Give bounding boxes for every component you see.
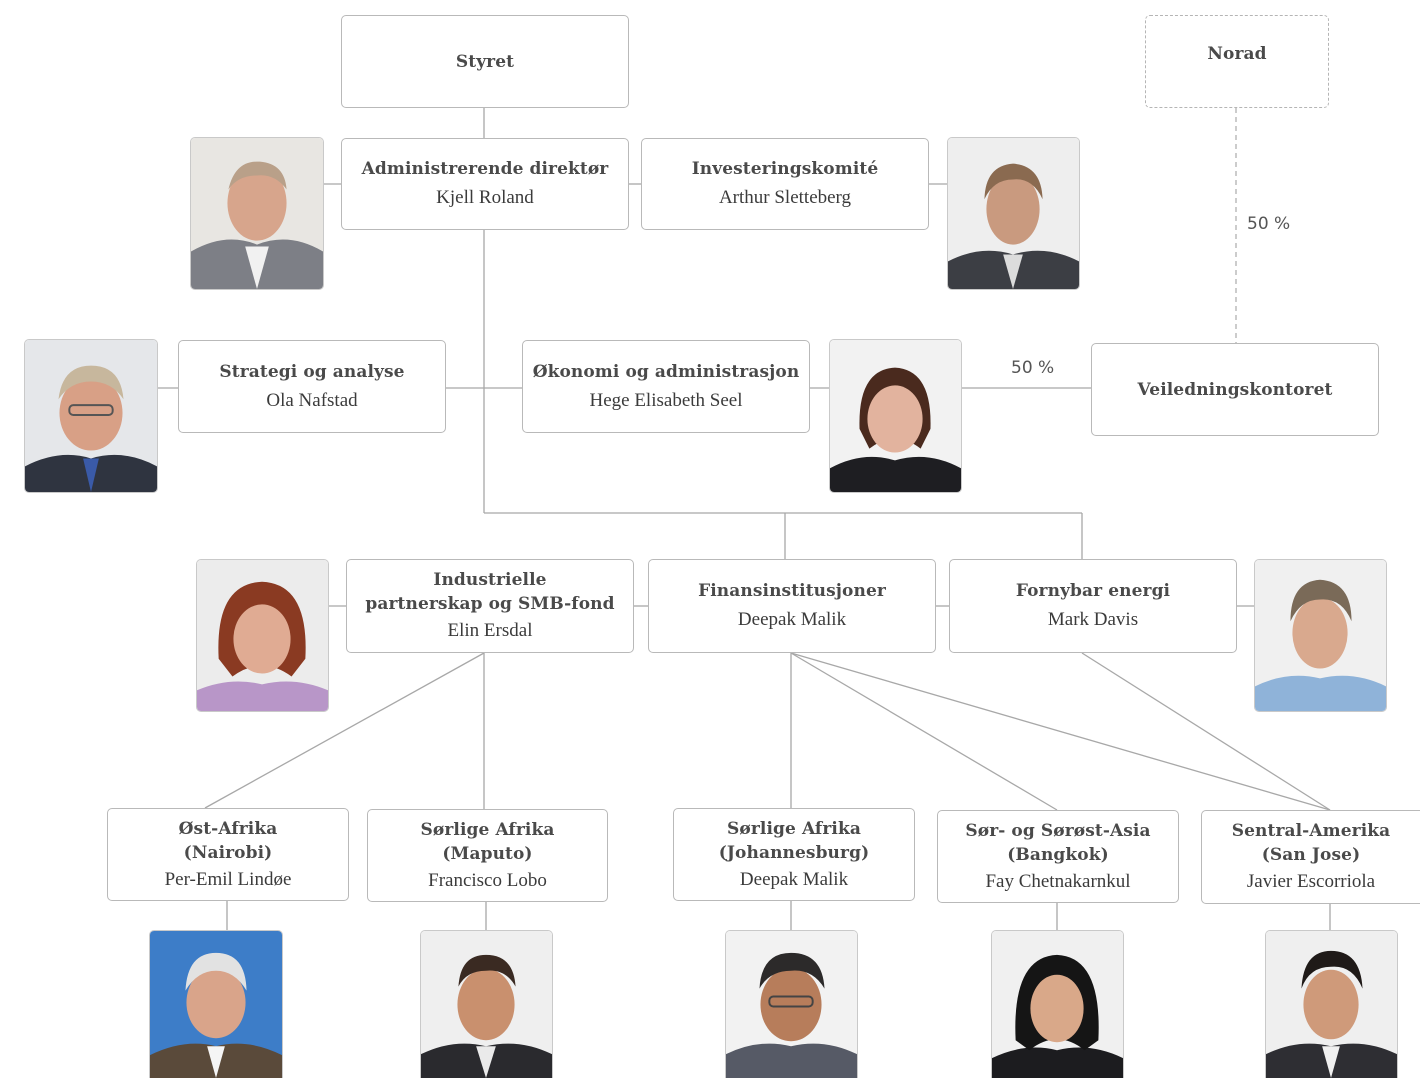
portrait-per-emil-lindoe xyxy=(149,930,283,1078)
industrial-title-line1: Industrielle xyxy=(433,570,547,590)
financial-institutions-name: Deepak Malik xyxy=(737,609,847,630)
board-box: Styret xyxy=(341,15,629,108)
strategy-name: Ola Nafstad xyxy=(266,389,358,411)
portrait-arthur-sletteberg xyxy=(947,137,1080,290)
ceo-title: Administrerende direktør xyxy=(361,159,609,179)
region-title-line2: (Johannesburg) xyxy=(718,842,870,863)
strategy-box: Strategi og analyse Ola Nafstad xyxy=(178,340,446,433)
region-box: Sørlige Afrika (Maputo) Francisco Lobo xyxy=(367,809,608,902)
region-name: Javier Escorriola xyxy=(1246,871,1376,892)
portrait-kjell-roland xyxy=(190,137,324,290)
portrait-francisco-lobo xyxy=(420,930,553,1078)
industrial-name: Elin Ersdal xyxy=(447,620,533,641)
industrial-title-line2: partnerskap og SMB-fond xyxy=(365,594,615,614)
renewable-title: Fornybar energi xyxy=(1015,581,1171,601)
renewable-box: Fornybar energi Mark Davis xyxy=(949,559,1237,653)
financial-institutions-title: Finansinstitusjoner xyxy=(698,581,886,601)
region-name: Fay Chetnakarnkul xyxy=(985,870,1131,892)
finance-admin-name: Hege Elisabeth Seel xyxy=(589,389,743,411)
region-title-line1: Sørlige Afrika xyxy=(727,818,861,839)
guidance-office-box: Veiledningskontoret xyxy=(1091,343,1379,436)
region-title-line2: (San Jose) xyxy=(1261,845,1361,865)
region-box: Sentral-Amerika (San Jose) Javier Escorr… xyxy=(1201,810,1420,904)
portrait-ola-nafstad xyxy=(24,339,158,493)
strategy-title: Strategi og analyse xyxy=(219,361,405,382)
investment-committee-title: Investeringskomité xyxy=(691,159,879,179)
portrait-elin-ersdal xyxy=(196,559,329,712)
norad-title: Norad xyxy=(1207,44,1267,64)
region-title-line1: Sentral-Amerika xyxy=(1231,821,1391,841)
norad-box: Norad xyxy=(1145,15,1329,108)
region-name: Francisco Lobo xyxy=(428,869,547,891)
portrait-mark-davis xyxy=(1254,559,1387,712)
ceo-name: Kjell Roland xyxy=(436,187,534,208)
portrait-javier-escorriola xyxy=(1265,930,1398,1078)
board-title: Styret xyxy=(455,51,515,72)
region-box: Sør- og Sørøst-Asia (Bangkok) Fay Chetna… xyxy=(937,810,1179,903)
region-name: Deepak Malik xyxy=(739,868,849,890)
portrait-deepak-malik xyxy=(725,930,858,1078)
region-title-line1: Sørlige Afrika xyxy=(420,819,555,840)
investment-committee-box: Investeringskomité Arthur Sletteberg xyxy=(641,138,929,230)
ownership-norad-label: 50 % xyxy=(1247,214,1291,234)
region-title-line1: Sør- og Sørøst-Asia xyxy=(965,820,1151,841)
region-box: Øst-Afrika (Nairobi) Per-Emil Lindøe xyxy=(107,808,349,901)
portrait-fay-chetnakarnkul xyxy=(991,930,1124,1078)
region-title-line2: (Bangkok) xyxy=(1007,844,1109,865)
guidance-office-title: Veiledningskontoret xyxy=(1137,379,1333,400)
industrial-box: Industrielle partnerskap og SMB-fond Eli… xyxy=(346,559,634,653)
ceo-box: Administrerende direktør Kjell Roland xyxy=(341,138,629,230)
region-name: Per-Emil Lindøe xyxy=(164,868,292,890)
ownership-office-label: 50 % xyxy=(1011,358,1055,378)
region-title-line1: Øst-Afrika xyxy=(178,818,278,839)
investment-committee-name: Arthur Sletteberg xyxy=(718,187,852,208)
finance-admin-title: Økonomi og administrasjon xyxy=(532,361,800,382)
financial-institutions-box: Finansinstitusjoner Deepak Malik xyxy=(648,559,936,653)
renewable-name: Mark Davis xyxy=(1047,609,1139,630)
finance-admin-box: Økonomi og administrasjon Hege Elisabeth… xyxy=(522,340,810,433)
region-title-line2: (Nairobi) xyxy=(183,842,273,863)
portrait-hege-elisabeth-seel xyxy=(829,339,962,493)
region-title-line2: (Maputo) xyxy=(442,843,533,864)
region-box: Sørlige Afrika (Johannesburg) Deepak Mal… xyxy=(673,808,915,901)
